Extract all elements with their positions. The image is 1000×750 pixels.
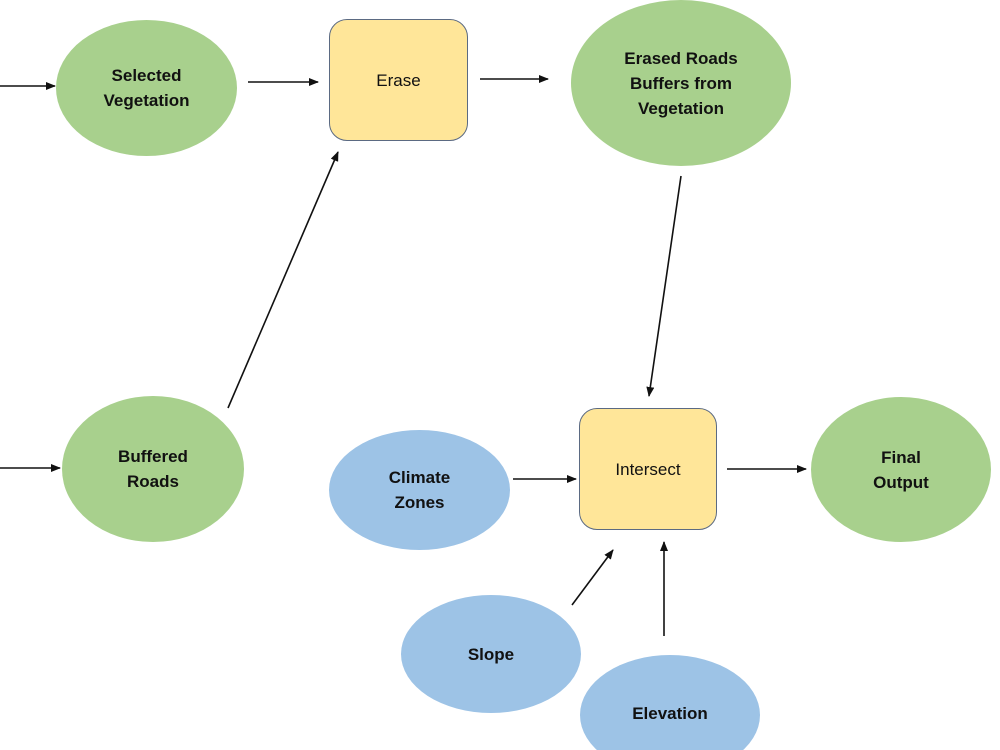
- node-label-buffered-roads: Buffered Roads: [118, 447, 188, 491]
- node-erase: Erase: [329, 19, 468, 141]
- node-final-output: Final Output: [811, 397, 991, 542]
- node-label-intersect: Intersect: [615, 459, 681, 479]
- node-erased-roads-buffers: Erased Roads Buffers from Vegetation: [571, 0, 791, 166]
- node-label-slope: Slope: [467, 644, 515, 664]
- node-label-elevation: Elevation: [632, 703, 708, 723]
- node-slope: Slope: [401, 595, 581, 713]
- node-label-selected-vegetation: Selected Vegetation: [103, 66, 190, 110]
- node-label-climate-zones: Climate Zones: [388, 468, 451, 512]
- node-selected-vegetation: Selected Vegetation: [56, 20, 237, 156]
- node-intersect: Intersect: [579, 408, 717, 530]
- node-label-erased-roads-buffers: Erased Roads Buffers from Vegetation: [624, 48, 738, 118]
- node-buffered-roads: Buffered Roads: [62, 396, 244, 542]
- edge-buffered-roads-to-erase: [227, 151, 339, 409]
- edge-slope-to-intersect: [571, 549, 614, 606]
- node-climate-zones: Climate Zones: [329, 430, 510, 550]
- edge-erased-roads-buffers-to-intersect: [646, 175, 682, 397]
- node-label-final-output: Final Output: [873, 447, 929, 492]
- node-label-erase: Erase: [376, 70, 421, 90]
- node-elevation: Elevation: [580, 655, 760, 750]
